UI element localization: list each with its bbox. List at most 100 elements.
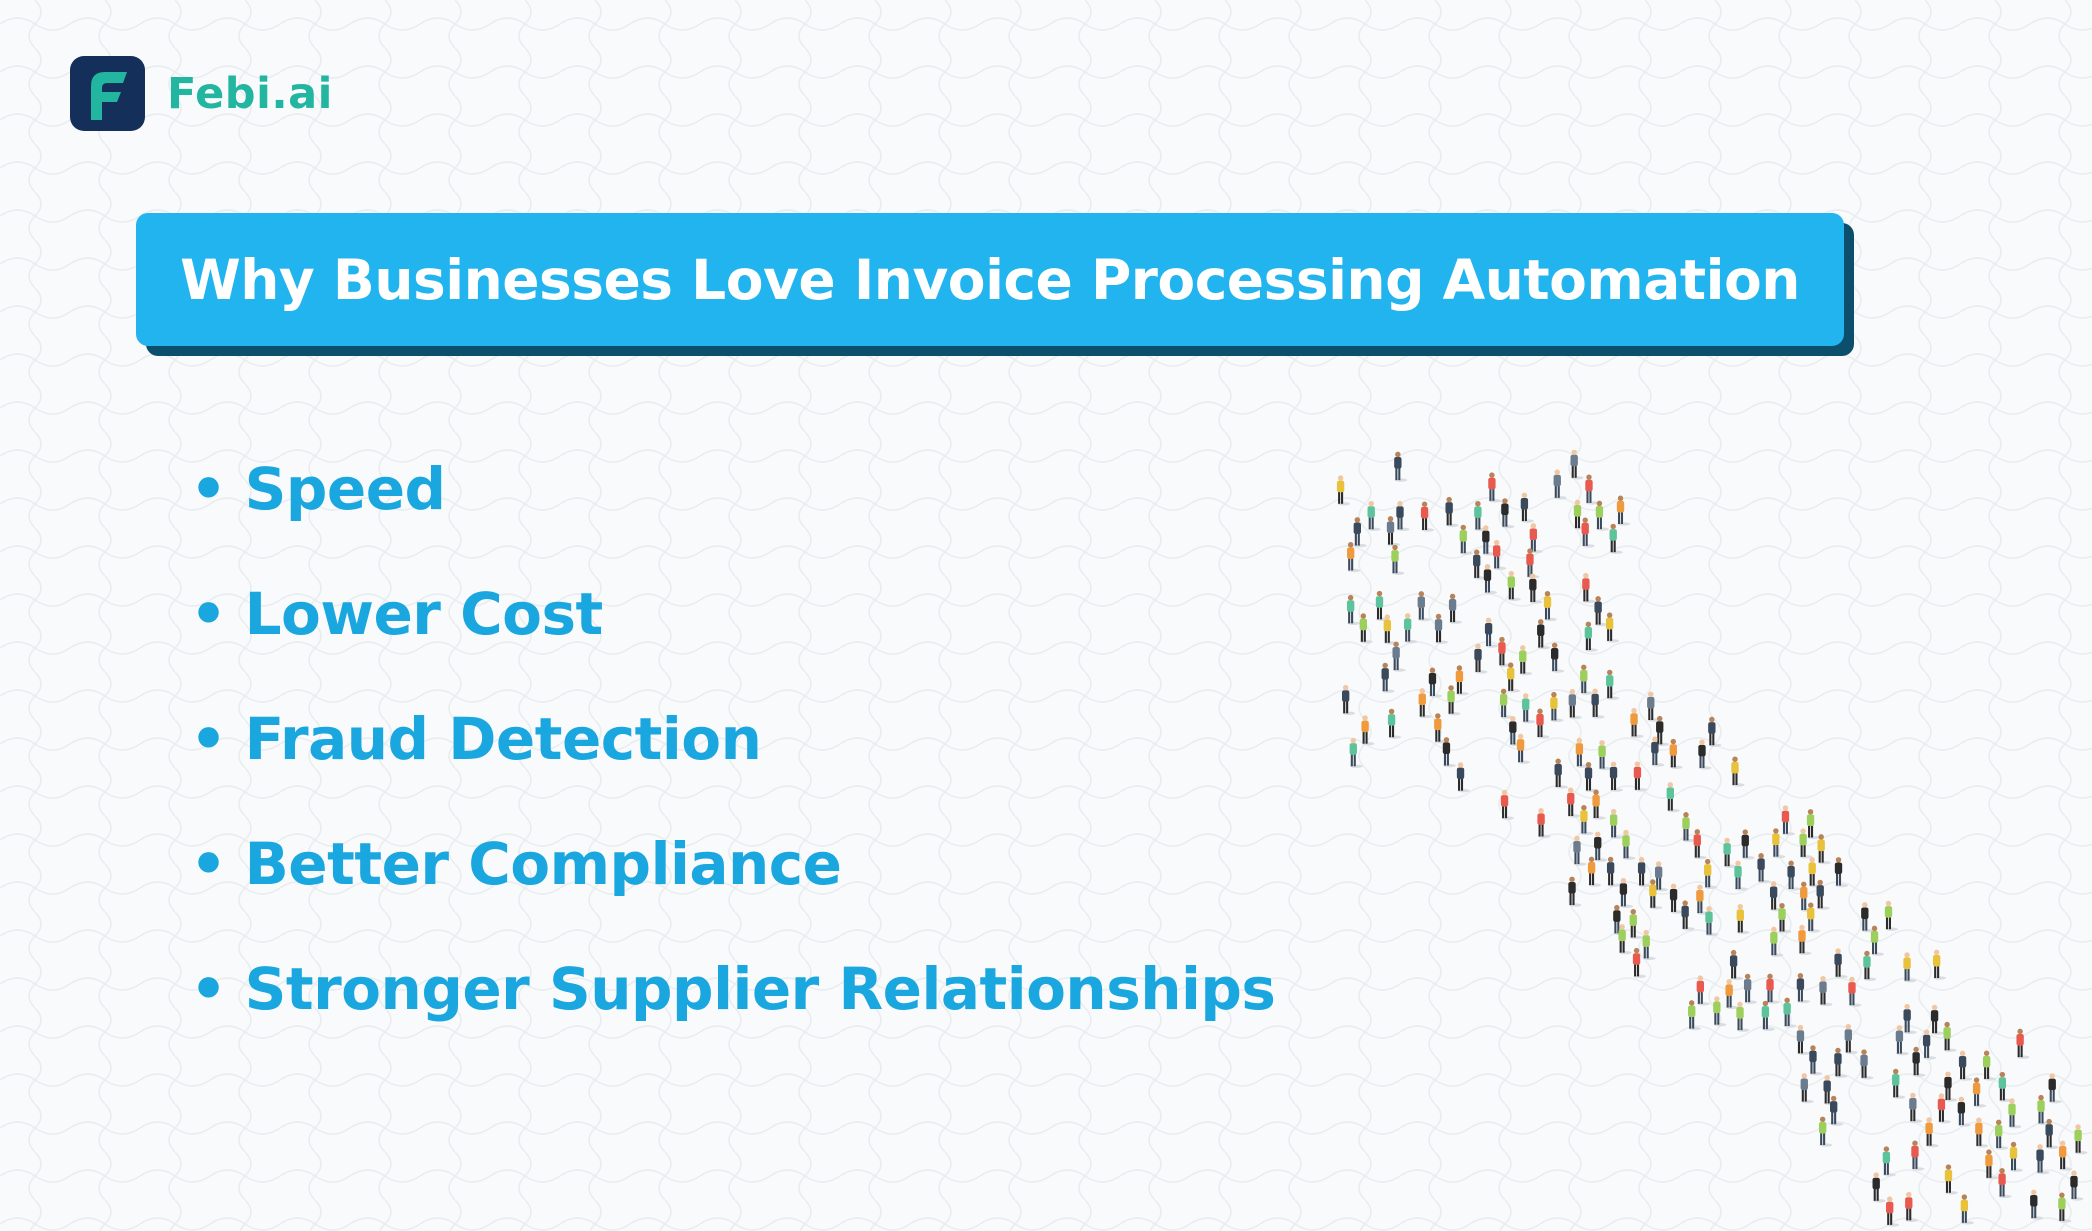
person-figure (1606, 669, 1620, 700)
person-figure (2036, 1144, 2050, 1175)
person-figure (1346, 594, 1361, 626)
person-figure (1353, 517, 1367, 548)
person-figure (1817, 834, 1831, 865)
person-figure (1757, 853, 1771, 884)
person-figure (1944, 1071, 1958, 1102)
person-figure (1799, 828, 1813, 859)
person-figure (1882, 1146, 1896, 1177)
person-figure (1570, 450, 1584, 480)
person-figure (1387, 708, 1402, 739)
person-figure (2016, 1028, 2030, 1059)
person-figure (2030, 1189, 2044, 1220)
person-figure (1609, 761, 1623, 792)
person-figure (1585, 474, 1599, 505)
person-figure (1985, 1149, 1999, 1180)
benefit-label: Better Compliance (244, 830, 842, 898)
person-figure (1729, 949, 1744, 981)
person-figure (1336, 475, 1351, 506)
person-figure (1736, 1001, 1750, 1032)
person-figure (1616, 495, 1630, 526)
person-figure (1796, 973, 1810, 1004)
person-figure (1417, 591, 1431, 622)
person-figure (1434, 613, 1448, 644)
person-figure (1609, 808, 1624, 840)
person-figure (1666, 782, 1680, 813)
crowd-arrow-icon (1336, 450, 2088, 1227)
person-figure (1396, 500, 1410, 532)
person-figure (2009, 1141, 2023, 1172)
person-figure (1573, 835, 1587, 866)
person-figure (1975, 1117, 1989, 1148)
person-figure (2058, 1140, 2073, 1171)
person-figure (1507, 662, 1521, 693)
person-figure (1778, 902, 1792, 934)
person-figure (1844, 1023, 1858, 1055)
title-banner: Why Businesses Love Invoice Processing A… (136, 213, 1854, 356)
person-figure (1482, 525, 1496, 556)
person-figure (1982, 1050, 1997, 1081)
person-figure (1391, 544, 1405, 575)
benefit-label: Fraud Detection (244, 705, 762, 773)
person-figure (1834, 857, 1848, 888)
person-figure (1761, 1000, 1775, 1031)
person-figure (1500, 789, 1515, 820)
benefits-list: • Speed • Lower Cost • Fraud Detection •… (190, 455, 1276, 1080)
person-figure (1550, 691, 1564, 723)
bullet-icon: • (190, 455, 227, 523)
person-figure (1861, 902, 1875, 933)
brand-logo[interactable]: Febi.ai (70, 56, 333, 131)
person-figure (1568, 876, 1582, 907)
person-figure (1807, 902, 1821, 933)
person-figure (1781, 805, 1795, 836)
person-figure (1651, 736, 1665, 767)
person-figure (1591, 688, 1605, 719)
person-figure (1375, 590, 1389, 622)
person-figure (1516, 733, 1531, 764)
person-figure (1819, 975, 1833, 1007)
person-figure (1925, 1117, 1939, 1148)
person-figure (1783, 997, 1797, 1028)
person-figure (1682, 812, 1696, 843)
person-figure (1911, 1140, 1925, 1171)
person-figure (1618, 924, 1632, 955)
person-figure (1456, 762, 1470, 793)
person-figure (1587, 856, 1602, 887)
person-figure (1816, 879, 1830, 910)
person-figure (1870, 925, 1884, 956)
person-figure (1734, 860, 1748, 891)
person-figure (1905, 1191, 1919, 1223)
person-figure (1536, 708, 1550, 739)
person-figure (1459, 524, 1473, 555)
person-figure (1736, 903, 1750, 935)
person-figure (1669, 883, 1684, 914)
banner-panel: Why Businesses Love Invoice Processing A… (136, 213, 1844, 346)
person-figure (1860, 1049, 1874, 1080)
person-figure (1605, 612, 1620, 643)
person-figure (1484, 617, 1499, 648)
person-figure (1543, 590, 1557, 622)
person-figure (1809, 1045, 1823, 1076)
person-figure (1595, 500, 1609, 531)
person-figure (1696, 975, 1710, 1006)
person-figure (1567, 787, 1581, 818)
person-figure (1770, 926, 1784, 957)
person-figure (2048, 1073, 2062, 1104)
person-figure (1383, 614, 1397, 645)
person-figure (1872, 1172, 1886, 1203)
person-figure (1537, 619, 1551, 650)
person-figure (1581, 517, 1595, 548)
person-figure (1998, 1168, 2012, 1199)
person-figure (1598, 740, 1612, 771)
person-figure (1725, 979, 1739, 1010)
person-figure (1529, 523, 1543, 554)
person-figure (1944, 1164, 1958, 1195)
person-figure (1553, 469, 1567, 500)
person-figure (1998, 1071, 2012, 1103)
person-figure (1526, 548, 1540, 579)
person-figure (1863, 950, 1877, 981)
person-figure (1359, 613, 1373, 644)
person-figure (1681, 900, 1695, 931)
bullet-icon: • (190, 580, 227, 648)
list-item: • Lower Cost (190, 580, 1275, 705)
